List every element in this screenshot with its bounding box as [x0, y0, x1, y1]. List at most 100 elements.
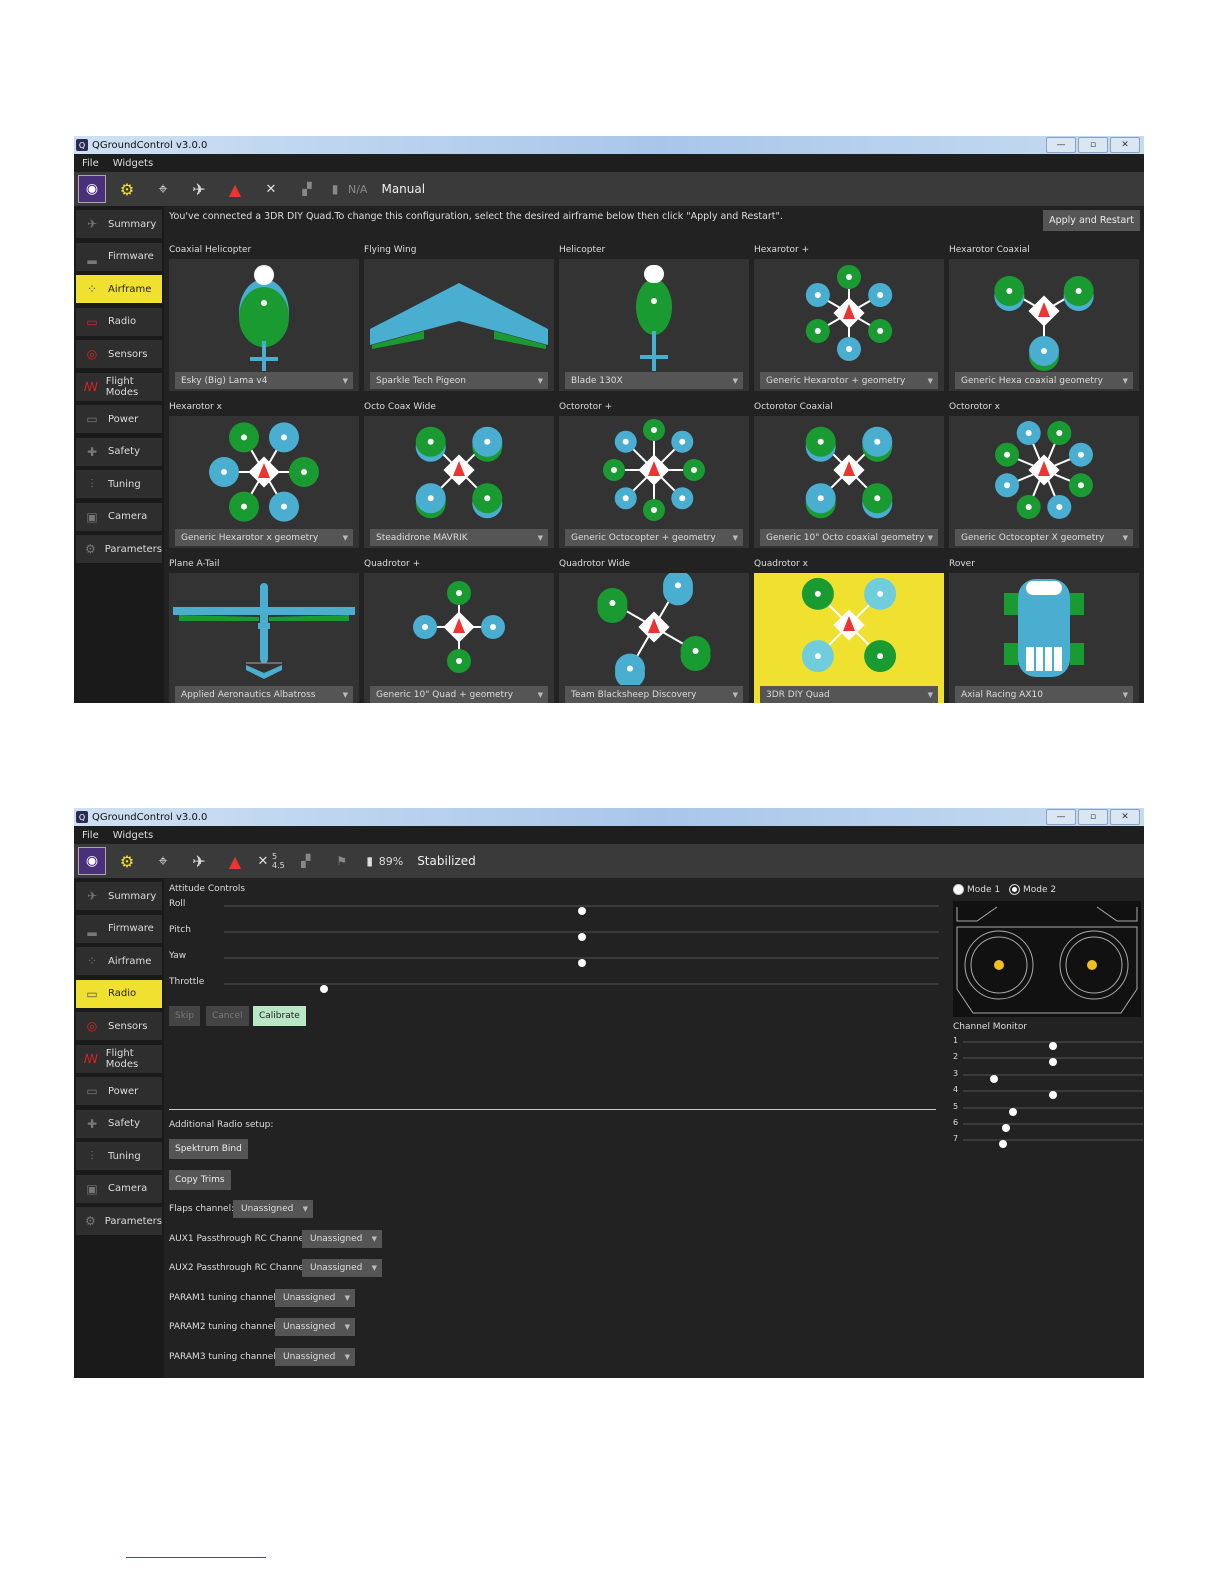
attitude-slider-knob[interactable] — [577, 907, 586, 915]
rc-signal-icon[interactable]: ▞ — [301, 854, 311, 868]
battery-icon[interactable]: ▮ — [366, 854, 374, 868]
airframe-select[interactable]: Generic Octocopter + geometry▼ — [565, 529, 743, 546]
attitude-slider-track[interactable] — [224, 931, 939, 941]
menu-file[interactable]: File — [82, 157, 99, 169]
sidebar-item-safety[interactable]: ✚Safety — [76, 1109, 162, 1138]
sidebar-item-radio[interactable]: ▭Radio — [76, 979, 162, 1008]
airframe-tile[interactable]: Quadrotor x 3DR DIY Quad▼ — [754, 559, 944, 703]
airframe-select[interactable]: Team Blacksheep Discovery▼ — [565, 686, 743, 703]
maximize-button[interactable]: ▫ — [1078, 809, 1108, 825]
cancel-button[interactable]: Cancel — [206, 1006, 249, 1026]
airframe-tile[interactable]: Quadrotor Wide Team Blacksheep Discovery… — [559, 559, 749, 703]
sidebar-item-firmware[interactable]: ▂Firmware — [76, 914, 162, 943]
flight-mode[interactable]: Stabilized — [417, 854, 476, 868]
sidebar-item-parameters[interactable]: ⚙Parameters — [76, 1207, 162, 1235]
sidebar-item-tuning[interactable]: ⫶Tuning — [76, 470, 162, 498]
apply-restart-button[interactable]: Apply and Restart — [1043, 210, 1140, 231]
airframe-select[interactable]: Generic 10" Quad + geometry▼ — [370, 686, 548, 703]
sidebar-item-firmware[interactable]: ▂Firmware — [76, 242, 162, 271]
airframe-select[interactable]: Generic Hexa coaxial geometry▼ — [955, 372, 1133, 389]
airframe-image-box[interactable]: Sparkle Tech Pigeon▼ — [364, 259, 554, 391]
airframe-select[interactable]: Generic Hexarotor + geometry▼ — [760, 372, 938, 389]
plan-waypoint-icon[interactable]: ⌖ — [158, 179, 168, 198]
qgc-logo-icon[interactable]: ◉ — [78, 847, 106, 875]
sidebar-item-parameters[interactable]: ⚙Parameters — [76, 535, 162, 563]
maximize-button[interactable]: ▫ — [1078, 137, 1108, 153]
minimize-button[interactable]: — — [1046, 809, 1076, 825]
channel-assign-select[interactable]: Unassigned▼ — [233, 1200, 313, 1218]
airframe-image-box[interactable]: Generic 10" Quad + geometry▼ — [364, 573, 554, 703]
airframe-tile[interactable]: Octo Coax Wide Steadidrone MAVRIK▼ — [364, 402, 554, 548]
warning-icon[interactable]: ▲ — [228, 179, 242, 199]
menu-widgets[interactable]: Widgets — [112, 157, 154, 169]
setup-gear-icon[interactable]: ⚙ — [119, 179, 135, 199]
calibrate-button[interactable]: Calibrate — [253, 1006, 306, 1026]
airframe-image-box[interactable]: Esky (Big) Lama v4▼ — [169, 259, 359, 391]
sidebar-item-camera[interactable]: ▣Camera — [76, 502, 162, 531]
sidebar-item-summary[interactable]: ✈Summary — [76, 882, 162, 910]
attitude-slider-track[interactable] — [224, 983, 939, 993]
airframe-tile[interactable]: Hexarotor Coaxial Generic Hexa coaxial g… — [949, 245, 1139, 391]
skip-button[interactable]: Skip — [169, 1006, 201, 1026]
channel-assign-select[interactable]: Unassigned▼ — [302, 1229, 382, 1248]
spektrum-bind-button[interactable]: Spektrum Bind — [169, 1139, 248, 1159]
airframe-tile[interactable]: Plane A-Tail Applied Aeronautics Albatro… — [169, 559, 359, 703]
menu-widgets[interactable]: Widgets — [112, 829, 154, 841]
airframe-tile[interactable]: Octorotor Coaxial Generic 10" Octo coaxi… — [754, 402, 944, 548]
airframe-tile[interactable]: Hexarotor x Generic Hexarotor x geometry… — [169, 402, 359, 548]
gps-satellite-icon[interactable]: ✕ — [257, 853, 269, 869]
attitude-slider-knob[interactable] — [577, 959, 586, 967]
sidebar-item-radio[interactable]: ▭Radio — [76, 307, 162, 336]
airframe-image-box[interactable]: Generic Hexarotor x geometry▼ — [169, 416, 359, 548]
minimize-button[interactable]: — — [1046, 137, 1076, 153]
channel-assign-select[interactable]: Unassigned▼ — [275, 1347, 355, 1366]
sidebar-item-camera[interactable]: ▣Camera — [76, 1174, 162, 1203]
sidebar-item-power[interactable]: ▭Power — [76, 1077, 162, 1105]
sidebar-item-airframe[interactable]: ⁘Airframe — [76, 947, 162, 975]
airframe-tile[interactable]: Rover Axial Racing AX10▼ — [949, 559, 1139, 703]
close-button[interactable]: ✕ — [1110, 137, 1140, 153]
gps-satellite-icon[interactable]: ✕ — [265, 181, 277, 197]
plan-waypoint-icon[interactable]: ⌖ — [158, 851, 168, 870]
airframe-select[interactable]: Applied Aeronautics Albatross▼ — [175, 686, 353, 703]
channel-assign-select[interactable]: Unassigned▼ — [275, 1288, 355, 1307]
sidebar-item-sensors[interactable]: ◎Sensors — [76, 340, 162, 368]
airframe-image-box[interactable]: Generic Hexarotor + geometry▼ — [754, 259, 944, 391]
attitude-slider-track[interactable] — [224, 905, 939, 915]
airframe-select[interactable]: Generic Octocopter X geometry▼ — [955, 529, 1133, 546]
airframe-image-box[interactable]: Steadidrone MAVRIK▼ — [364, 416, 554, 548]
airframe-select[interactable]: Esky (Big) Lama v4▼ — [175, 372, 353, 389]
airframe-image-box[interactable]: Axial Racing AX10▼ — [949, 573, 1139, 703]
airframe-image-box[interactable]: Blade 130X▼ — [559, 259, 749, 391]
attitude-slider-knob[interactable] — [320, 985, 329, 993]
airframe-tile[interactable]: Quadrotor + Generic 10" Quad + geometry▼ — [364, 559, 554, 703]
airframe-image-box[interactable]: Generic Hexa coaxial geometry▼ — [949, 259, 1139, 391]
close-button[interactable]: ✕ — [1110, 809, 1140, 825]
telemetry-icon[interactable]: ⚑ — [336, 854, 348, 868]
battery-icon[interactable]: ▮ — [331, 182, 339, 196]
sidebar-item-sensors[interactable]: ◎Sensors — [76, 1012, 162, 1040]
airframe-image-box[interactable]: Generic Octocopter + geometry▼ — [559, 416, 749, 548]
mode1-radio[interactable] — [953, 884, 964, 895]
sidebar-item-airframe[interactable]: ⁘Airframe — [76, 275, 162, 303]
qgc-logo-icon[interactable]: ◉ — [78, 175, 106, 203]
fly-plane-icon[interactable]: ✈ — [192, 851, 206, 871]
airframe-tile[interactable]: Octorotor + Generic Octocopter + geometr… — [559, 402, 749, 548]
mode2-radio[interactable] — [1008, 884, 1020, 895]
rc-signal-icon[interactable]: ▞ — [302, 182, 312, 196]
channel-assign-select[interactable]: Unassigned▼ — [275, 1318, 355, 1336]
airframe-select[interactable]: Generic Hexarotor x geometry▼ — [175, 529, 353, 546]
setup-gear-icon[interactable]: ⚙ — [119, 851, 135, 871]
airframe-image-box[interactable]: Generic 10" Octo coaxial geometry▼ — [754, 416, 944, 548]
channel-assign-select[interactable]: Unassigned▼ — [302, 1259, 382, 1277]
airframe-image-box[interactable]: Generic Octocopter X geometry▼ — [949, 416, 1139, 548]
flight-mode[interactable]: Manual — [381, 182, 426, 196]
airframe-tile[interactable]: Flying Wing Sparkle Tech Pigeon▼ — [364, 245, 554, 391]
copy-trims-button[interactable]: Copy Trims — [169, 1170, 231, 1190]
airframe-select[interactable]: Blade 130X▼ — [565, 372, 743, 389]
airframe-image-box[interactable]: Applied Aeronautics Albatross▼ — [169, 573, 359, 703]
sidebar-item-tuning[interactable]: ⫶Tuning — [76, 1142, 162, 1170]
warning-icon[interactable]: ▲ — [228, 851, 242, 871]
